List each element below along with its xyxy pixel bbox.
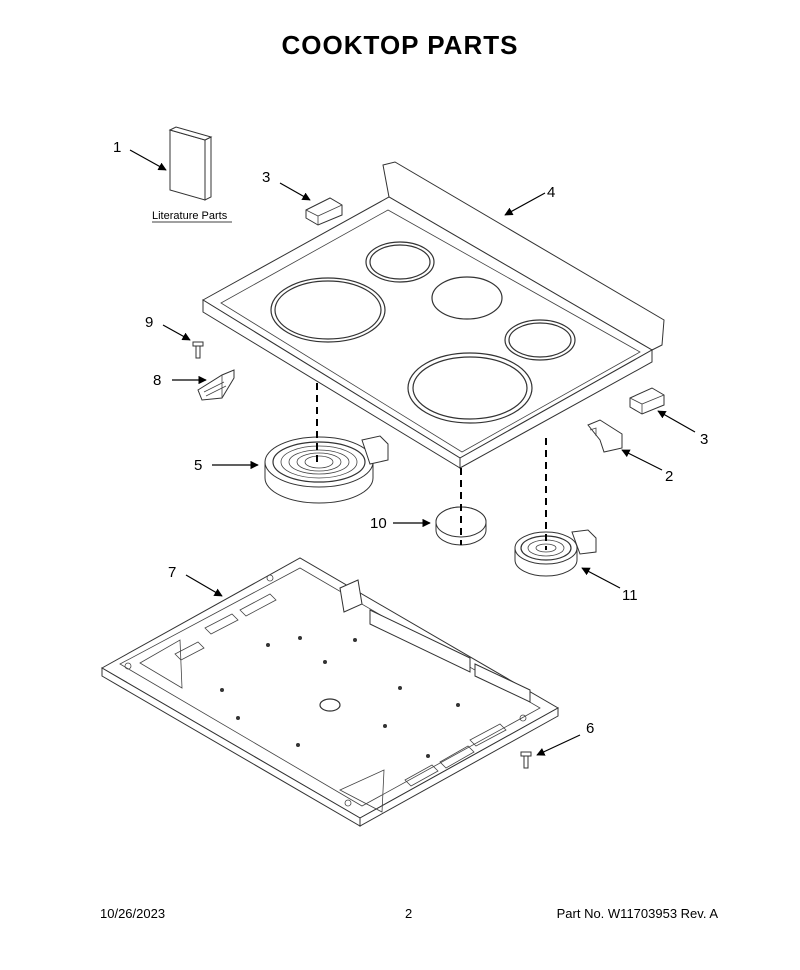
literature-parts-label: Literature Parts — [152, 210, 228, 222]
literature-booklet — [168, 126, 213, 201]
leader-2 — [621, 449, 663, 471]
footer-part-number: Part No. W11703953 Rev. A — [556, 906, 718, 921]
frame-screw — [520, 751, 532, 769]
footer-date: 10/26/2023 — [100, 906, 166, 921]
callout-3b: 3 — [700, 431, 708, 448]
sensor-cover — [435, 506, 487, 546]
callout-7: 7 — [168, 564, 176, 581]
cooktop-bracket-right — [629, 387, 665, 415]
leader-7 — [185, 574, 223, 597]
cooktop-frame — [100, 557, 560, 827]
leader-9 — [162, 324, 191, 341]
callout-5: 5 — [194, 457, 202, 474]
leader-3b — [657, 410, 696, 433]
page-title: COOKTOP PARTS — [281, 30, 519, 60]
callout-11: 11 — [622, 587, 638, 604]
terminal-bracket — [197, 369, 235, 401]
leader-4 — [504, 192, 546, 216]
footer-page-number: 2 — [405, 906, 413, 921]
leader-1 — [129, 149, 167, 171]
callout-3a: 3 — [262, 169, 270, 186]
leader-3a — [279, 182, 311, 201]
screw — [192, 341, 204, 359]
callout-10: 10 — [370, 515, 387, 532]
callout-8: 8 — [153, 372, 161, 389]
callout-2: 2 — [665, 468, 673, 485]
leader-6 — [536, 734, 581, 756]
leader-11 — [581, 567, 621, 589]
callout-6: 6 — [586, 720, 594, 737]
callout-1: 1 — [113, 139, 121, 156]
cooktop-clip — [587, 419, 623, 453]
cooktop-glass — [202, 161, 665, 469]
callout-9: 9 — [145, 314, 153, 331]
large-radiant-element — [264, 435, 389, 504]
cooktop-bracket-left — [305, 197, 343, 226]
callout-4: 4 — [547, 184, 555, 201]
